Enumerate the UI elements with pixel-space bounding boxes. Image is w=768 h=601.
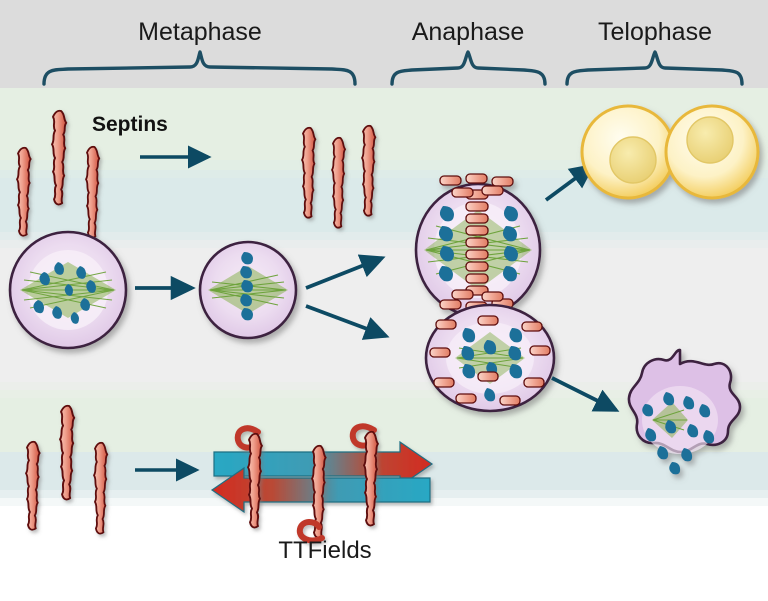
septins-label: Septins (92, 113, 168, 136)
phase-label-metaphase: Metaphase (138, 18, 262, 46)
brace-anaphase (390, 50, 547, 86)
band-header (0, 0, 768, 88)
septin-ring-intact (439, 173, 514, 312)
arrow-to-daughter-cells (544, 163, 596, 202)
brace-telophase (565, 50, 744, 86)
ttfields-label: TTFields (278, 537, 371, 564)
chromosomes-misaligned (461, 328, 523, 402)
septin-unraveled-strand (296, 519, 325, 544)
telophase-daughter-cells (580, 104, 760, 200)
chromosomes-scattered (33, 262, 96, 324)
anaphase-cell-normal (414, 173, 542, 318)
band-white (0, 498, 768, 601)
phase-label-telophase: Telophase (598, 18, 712, 46)
aberrant-blebbing-cell (627, 348, 742, 475)
septins-disrupted-by-ttfields (234, 423, 379, 544)
band-blend-3 (0, 382, 768, 398)
chromosomes-aligned (240, 252, 253, 321)
phase-header: Metaphase Anaphase Telophase (42, 18, 744, 86)
daughter-nucleus (609, 136, 657, 184)
arrow-to-aberrant-cell (551, 376, 620, 412)
phase-label-anaphase: Anaphase (412, 18, 525, 46)
arrow-branch-up (305, 254, 386, 290)
daughter-nucleus (686, 116, 734, 164)
chromosomes-aberrant (642, 392, 715, 475)
metaphase-cell-early (8, 230, 128, 350)
metaphase-cell-aligned (198, 240, 298, 340)
arrow-branch-down (305, 304, 390, 340)
chromosomes-separated (438, 206, 518, 282)
brace-metaphase (42, 50, 357, 86)
septins-dispersed (429, 315, 551, 406)
anaphase-cell-disrupted (424, 303, 556, 413)
band-blend-2 (0, 232, 768, 248)
